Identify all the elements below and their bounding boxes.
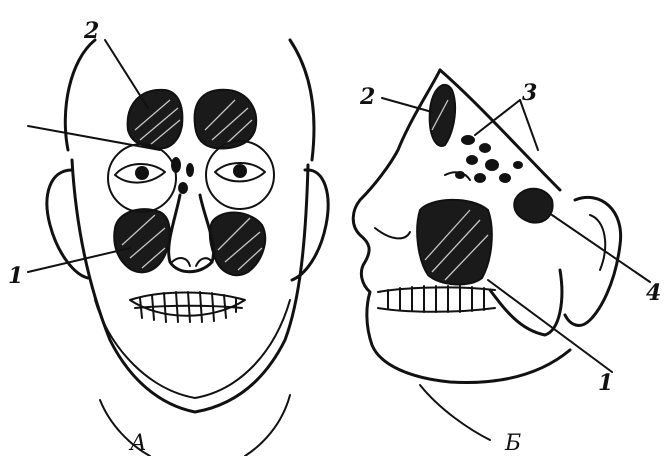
front-leader-1 xyxy=(28,248,130,272)
side-frontal-sinus xyxy=(430,85,455,146)
side-label-4: 4 xyxy=(646,280,661,306)
front-neck xyxy=(100,395,290,456)
front-right-pupil xyxy=(233,164,247,178)
front-frontal-sinus-left xyxy=(128,90,183,148)
front-maxillary-sinus-left xyxy=(114,209,170,272)
front-maxillary-sinus-right xyxy=(210,213,265,276)
side-leader-1 xyxy=(488,280,612,372)
side-label-2: 2 xyxy=(359,84,375,110)
front-caption: А xyxy=(128,431,147,456)
side-sphenoid-sinus xyxy=(514,189,552,223)
front-view: 2 1 А xyxy=(8,18,328,456)
side-leader-3a xyxy=(475,100,520,135)
front-face-outline xyxy=(65,40,314,412)
front-leader-2 xyxy=(105,40,148,108)
front-frontal-sinus-right xyxy=(195,90,257,149)
front-label-1: 1 xyxy=(8,263,23,289)
side-neck xyxy=(420,385,490,440)
front-teeth xyxy=(130,292,245,322)
front-right-ear xyxy=(292,170,328,280)
front-left-pupil xyxy=(135,166,149,180)
side-nostril xyxy=(375,228,410,238)
front-nostrils xyxy=(172,258,212,266)
side-jaw xyxy=(490,270,562,335)
side-view: 2 3 4 1 Б xyxy=(353,70,661,456)
side-caption: Б xyxy=(504,431,521,456)
side-label-1: 1 xyxy=(598,370,613,396)
side-label-3: 3 xyxy=(522,80,537,106)
side-teeth xyxy=(378,286,495,312)
front-label-2: 2 xyxy=(83,18,99,44)
side-leader-3b xyxy=(520,100,538,150)
